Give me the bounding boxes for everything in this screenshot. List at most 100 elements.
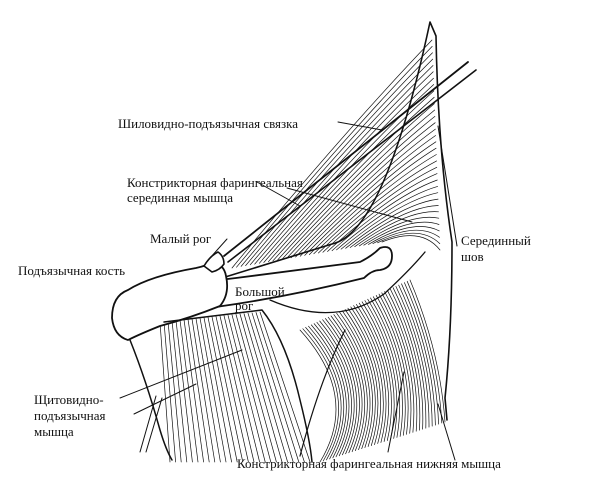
middle-constrictor-fibre [240, 52, 433, 267]
middle-constrictor-fibre [322, 166, 438, 253]
thyrohyoid-fibre [247, 312, 294, 463]
inferior-constrictor-fibre [406, 280, 443, 424]
label-median-raphe-line-1: Серединный [461, 233, 531, 248]
inferior-constrictor-fibre [325, 318, 360, 454]
thyrohyoid-fibre [167, 320, 182, 463]
thyrohyoid-fibre [243, 313, 288, 463]
inferior-constrictor-fibre [404, 282, 439, 425]
middle-constrictor-fibre [368, 226, 440, 245]
middle-constrictor-fibre [245, 58, 434, 266]
inferior-constrictor-fibre [409, 279, 446, 423]
middle-constrictor-fibres [231, 39, 441, 269]
label-greater-horn-line-2: рог [235, 298, 254, 313]
label-thyrohyoid-muscle: Щитовидно- подъязычная мышца [34, 392, 106, 440]
inferior-constrictor-fibre [305, 327, 342, 461]
thyrohyoid-fibre [163, 321, 176, 463]
inferior-constrictor-fibre [347, 307, 382, 445]
inferior-constrictor-fibre [370, 297, 403, 437]
inferior-constrictor-fibre [356, 304, 390, 442]
thyrohyoid-fibre [251, 312, 300, 463]
middle-constrictor-fibre [299, 135, 436, 257]
middle-constrictor-fibre [363, 221, 440, 246]
thyrohyoid-outline [129, 309, 313, 463]
inferior-constrictor-fibre [344, 309, 379, 446]
middle-constrictor-fibre [263, 84, 435, 263]
middle-constrictor-fibre [331, 179, 438, 252]
thyrohyoid-muscle-fibres [159, 311, 311, 463]
inferior-constrictor-fibre [364, 300, 398, 439]
thyrohyoid-fibre [259, 311, 311, 463]
inferior-constrictor-fibre [339, 311, 373, 448]
inferior-constrictor-fibre [308, 325, 345, 460]
middle-constrictor-fibre [268, 90, 435, 263]
inferior-constrictor-fibre [372, 296, 406, 436]
pointer-lines [119, 121, 458, 461]
inferior-constrictor-fibre [316, 321, 352, 457]
middle-constrictor-fibre [349, 205, 439, 248]
thyrohyoid-fibre [187, 318, 210, 463]
middle-constrictor-fibre [327, 173, 438, 252]
middle-constrictor-fibre [281, 109, 436, 260]
middle-constrictor-fibre [377, 232, 441, 244]
middle-constrictor-fibre [249, 65, 434, 266]
thyrohyoid-fibre [223, 315, 260, 463]
label-middle-constrictor: Констрикторная фарингеальная серединная … [127, 175, 303, 205]
label-greater-horn: Большой рог [235, 285, 285, 313]
thyrohyoid-fibre [175, 320, 193, 463]
inferior-constrictor-edge [269, 251, 426, 314]
inferior-constrictor-fibre [310, 324, 347, 459]
inferior-constrictor-fibre [299, 329, 337, 463]
middle-constrictor-fibre [340, 192, 439, 250]
thyrohyoid-fibre [203, 317, 232, 463]
middle-constrictor-fibre [295, 128, 436, 258]
inferior-constrictor-fibre [327, 316, 363, 453]
constrictor-outline [221, 21, 453, 421]
hyoid-bone-body [111, 261, 229, 341]
inferior-constrictor-fibre [395, 286, 430, 428]
middle-constrictor-fibre [304, 141, 437, 256]
thyrohyoid-fibre [179, 319, 199, 463]
middle-constrictor-fibre [290, 122, 436, 259]
inferior-constrictor-fibres [299, 279, 446, 463]
label-median-raphe: Серединный шов [461, 233, 531, 265]
middle-constrictor-fibre [277, 103, 435, 261]
label-greater-horn-line-1: Большой [235, 284, 285, 299]
thyrohyoid-fibre [239, 313, 283, 463]
thyrohyoid-fibre [235, 314, 277, 463]
middle-constrictor-fibre [272, 96, 435, 262]
inferior-constrictor-fibre [378, 293, 412, 434]
inferior-constrictor-fibre [319, 320, 355, 456]
stylohyoid-ligament [223, 61, 469, 257]
thyrohyoid-fibre [215, 316, 249, 463]
label-stylohyoid-ligament: Шиловидно-подъязычная связка [118, 116, 299, 131]
inferior-constrictor-fibre [358, 302, 392, 441]
inferior-constrictor-fibre [322, 319, 358, 455]
middle-constrictor-fibre [358, 217, 440, 247]
label-inferior-constrictor: Констрикторная фарингеальная нижняя мышц… [237, 456, 501, 471]
middle-constrictor-fibre [336, 186, 438, 251]
stylohyoid-ligament-inner [227, 69, 477, 263]
label-thyrohyoid-line-1: Щитовидно- [34, 392, 104, 407]
thyrohyoid-fibre [159, 321, 171, 463]
inferior-constrictor-fibre [330, 315, 365, 452]
inferior-constrictor-fibre [336, 312, 371, 450]
thyrohyoid-fibre [183, 319, 204, 463]
thyrohyoid-fibre [211, 316, 244, 463]
thyrohyoid-fibre [207, 316, 238, 463]
inferior-constrictor-fibre [302, 328, 339, 462]
thyrohyoid-fibre [227, 314, 266, 463]
inferior-constrictor-fibre [387, 289, 421, 431]
thyrohyoid-fibre [255, 312, 305, 463]
inferior-constrictor-lower-edge [299, 329, 346, 457]
label-middle-constrictor-line-2: серединная мышца [127, 190, 233, 205]
label-median-raphe-line-2: шов [461, 249, 484, 264]
middle-constrictor-fibre [345, 198, 439, 249]
middle-constrictor-fibre [254, 71, 434, 265]
middle-constrictor-fibre [318, 160, 437, 254]
middle-constrictor-fibre [258, 77, 434, 264]
label-hyoid-bone: Подъязычная кость [18, 263, 126, 278]
inferior-constrictor-fibre [392, 287, 427, 429]
inferior-constrictor-fibre [367, 298, 401, 438]
middle-constrictor-fibre [286, 116, 436, 259]
